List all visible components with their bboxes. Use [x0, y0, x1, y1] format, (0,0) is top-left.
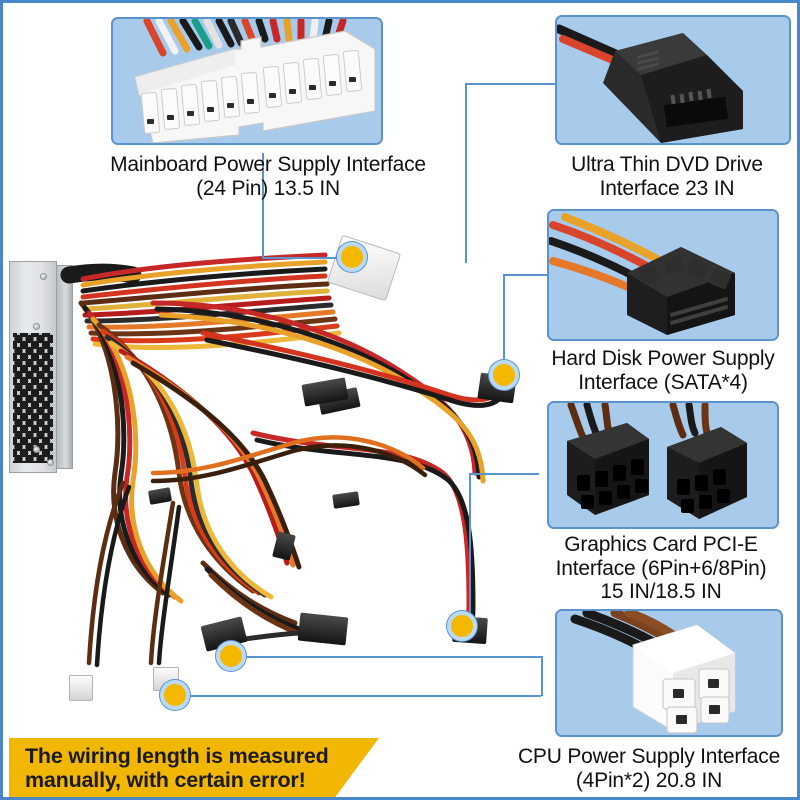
- photo-slim-sata-dvd: [557, 17, 789, 143]
- power-supply-unit: [9, 261, 75, 473]
- marker-dot-mainboard[interactable]: [337, 242, 367, 272]
- marker-dot-sata[interactable]: [489, 360, 519, 390]
- panel-pcie-connector[interactable]: [547, 401, 779, 529]
- photo-mainboard-24pin: [113, 19, 381, 143]
- leader-line-cpu-upper: [231, 656, 541, 658]
- panel-cpu-connector[interactable]: [555, 609, 783, 737]
- small-white-plug: [69, 675, 93, 701]
- psu-screw: [33, 323, 40, 330]
- leader-line-mainboard-horizontal: [262, 257, 352, 259]
- psu-screw: [40, 273, 47, 280]
- photo-pcie-6-8pin: [549, 403, 777, 527]
- panel-dvd-connector[interactable]: [555, 15, 791, 145]
- caption-cpu: CPU Power Supply Interface (4Pin*2) 20.8…: [517, 745, 781, 792]
- psu-side-panel: [56, 265, 73, 469]
- panel-mainboard-connector[interactable]: [111, 17, 383, 145]
- leader-line-dvd-vertical: [465, 83, 467, 263]
- leader-line-cpu-lower: [175, 695, 541, 697]
- measurement-disclaimer-banner: The wiring length is measured manually, …: [9, 738, 379, 797]
- marker-dot-pcie[interactable]: [447, 611, 477, 641]
- photo-sata-power: [549, 211, 777, 339]
- leader-line-mainboard-vertical: [262, 153, 264, 258]
- caption-pcie: Graphics Card PCI-E Interface (6Pin+6/8P…: [555, 533, 767, 604]
- panel-sata-connector[interactable]: [547, 209, 779, 341]
- cpu-4pin-plug: [297, 612, 349, 646]
- leader-line-sata-vertical: [503, 274, 505, 379]
- leader-line-pcie-vertical: [469, 473, 471, 631]
- psu-screw: [47, 459, 54, 466]
- marker-dot-cpu-lower[interactable]: [160, 680, 190, 710]
- caption-sata: Hard Disk Power Supply Interface (SATA*4…: [551, 347, 775, 394]
- psu-screw: [33, 446, 40, 453]
- caption-dvd: Ultra Thin DVD Drive Interface 23 IN: [571, 153, 763, 200]
- marker-dot-cpu-upper[interactable]: [216, 641, 246, 671]
- photo-cpu-4pin: [557, 611, 781, 735]
- banner-text: The wiring length is measured manually, …: [25, 743, 329, 792]
- caption-mainboard: Mainboard Power Supply Interface (24 Pin…: [110, 153, 426, 200]
- leader-line-pcie-horizontal: [469, 473, 539, 475]
- leader-line-dvd-horizontal: [465, 83, 557, 85]
- leader-line-sata-horizontal: [503, 274, 561, 276]
- psu-honeycomb-vent: [13, 333, 53, 463]
- leader-line-cpu-vertical: [541, 656, 543, 696]
